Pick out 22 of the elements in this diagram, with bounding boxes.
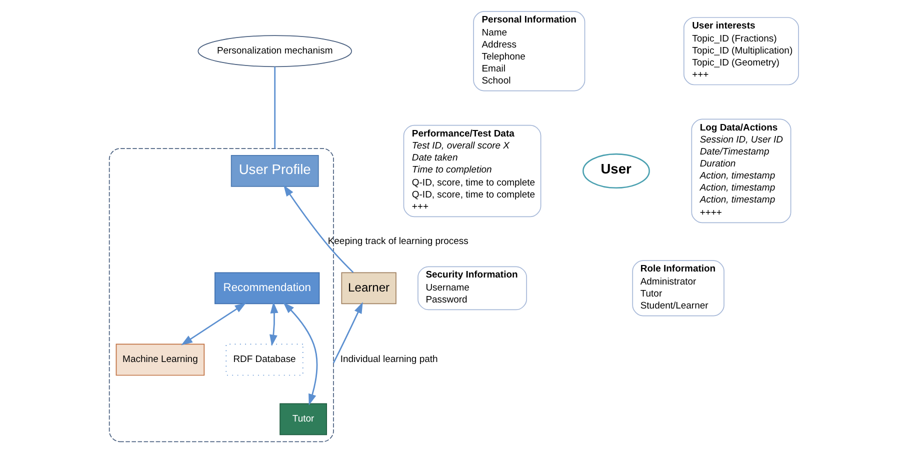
node-box: User interests Topic_ID (Fractions) Topic_ID (Multiplication) Topic_ID (Geometry) +++ bbox=[683, 17, 799, 86]
node-box: Performance/Test Data Test ID, overall score X Date taken Time to completion Q-ID, score, time to complete Q-ID, score, time to complete +++ bbox=[403, 124, 542, 218]
arrow bbox=[332, 302, 363, 364]
connector bbox=[274, 66, 276, 149]
node-box: User Profile bbox=[230, 155, 319, 187]
node-box: Security Information Username Password bbox=[418, 266, 527, 310]
edge-label: Individual learning path bbox=[340, 354, 438, 366]
node-box: Role Information Administrator Tutor Student/Learner bbox=[632, 260, 724, 316]
arrow bbox=[181, 302, 246, 346]
arrow bbox=[283, 302, 318, 406]
arrow bbox=[283, 184, 354, 273]
node-ellipse: Personalization mechanism bbox=[198, 35, 352, 68]
edge-label: Keeping track of learning process bbox=[328, 236, 468, 248]
arrow bbox=[270, 302, 278, 346]
node-box: Personal Information Name Address Telephone Email School bbox=[473, 11, 586, 92]
node-box: Recommendation bbox=[214, 272, 320, 304]
node-ellipse: User bbox=[582, 153, 650, 188]
node-box: RDF Database bbox=[226, 344, 304, 376]
node-box: Learner bbox=[341, 272, 396, 304]
node-box: Tutor bbox=[280, 403, 327, 436]
node-box: Machine Learning bbox=[116, 344, 205, 376]
node-box: Log Data/Actions Session ID, User ID Date/Timestamp Duration Action, timestamp Action, timestamp Action, timestamp ++++ bbox=[691, 118, 792, 224]
